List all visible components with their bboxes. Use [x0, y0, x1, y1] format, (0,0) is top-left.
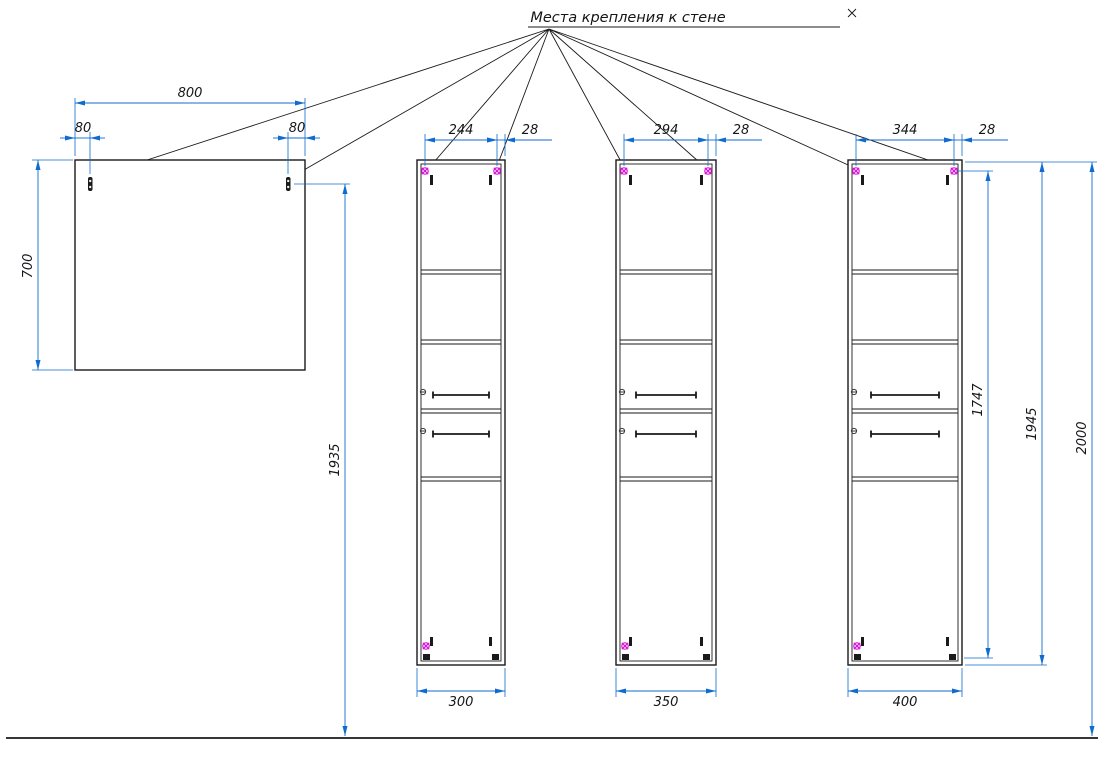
dimension-value: 700 — [21, 254, 36, 279]
cabinet-300 — [416, 159, 506, 666]
dim-cab3-width: 400 — [847, 668, 963, 710]
drawer-handle-upper — [635, 391, 697, 399]
cabinet-outline — [847, 159, 963, 666]
dimension-value: 800 — [178, 86, 203, 101]
dimension-value: 1747 — [971, 383, 986, 417]
wall-mount-hinge-right — [493, 167, 501, 175]
wall-mount-hinge-left — [421, 167, 429, 175]
dim-mirror-mount-height: 1935 — [294, 183, 350, 736]
mirror-mount-bracket-left — [88, 177, 93, 191]
cabinet-inner-frame — [851, 163, 959, 662]
dimension-value: 1945 — [1025, 407, 1040, 440]
mirror-mount-bracket-right — [286, 177, 291, 191]
cabinet-400 — [847, 159, 963, 666]
extension-lines — [615, 668, 717, 697]
dimension-value: 400 — [893, 695, 918, 710]
dim-height-body: 1945 — [965, 161, 1047, 666]
drawer-handle-upper — [432, 391, 490, 399]
drawer-handle-lower — [432, 430, 490, 438]
drawer-fittings — [618, 388, 626, 435]
title-text: Места крепления к стене — [530, 10, 725, 26]
shelf-lines — [620, 269, 712, 482]
title-callout: Места крепления к стене — [91, 8, 955, 179]
extension-lines — [74, 98, 306, 156]
dim-cab3-edge-offset: 28 — [942, 123, 1008, 156]
dimension-value: 1935 — [328, 443, 343, 476]
dimension-value: 300 — [449, 695, 474, 710]
cabinet-outline — [416, 159, 506, 666]
dim-height-upper-section: 1747 — [957, 170, 993, 659]
dimension-value: 28 — [522, 123, 539, 138]
cabinet-outline — [615, 159, 717, 666]
wall-mount-hinge-left — [852, 167, 860, 175]
dim-cab2-mount-span: 294 — [623, 123, 709, 166]
dim-cab3-mount-span: 344 — [855, 123, 955, 166]
wall-mount-hinge-right — [704, 167, 712, 175]
extension-lines — [847, 668, 963, 697]
cabinet-inner-frame — [619, 163, 713, 662]
shelf-lines — [421, 269, 501, 482]
bottom-fittings — [423, 637, 499, 660]
dimension-value: 28 — [979, 123, 996, 138]
extension-lines — [416, 668, 506, 697]
cabinet-inner-frame — [420, 163, 502, 662]
bottom-hinge — [853, 642, 861, 650]
dim-mirror-offset-left: 80 — [60, 121, 105, 174]
drawer-fittings — [419, 388, 427, 435]
dim-mirror-width: 800 — [74, 86, 306, 156]
dim-mirror-offset-right: 80 — [273, 121, 320, 174]
dimension-value: 344 — [893, 123, 918, 138]
drawer-handle-lower — [635, 430, 697, 438]
dim-cab2-edge-offset: 28 — [696, 123, 762, 156]
dim-cab1-edge-offset: 28 — [485, 123, 552, 156]
dimension-value: 80 — [75, 121, 92, 136]
extension-lines — [965, 161, 1047, 666]
dim-mirror-height: 700 — [21, 159, 73, 371]
shelf-lines — [852, 269, 958, 482]
leader-cross-mark — [847, 8, 857, 18]
dim-cab1-width: 300 — [416, 668, 506, 710]
dimension-value: 350 — [654, 695, 679, 710]
dimension-value: 294 — [654, 123, 679, 138]
mirror-outline — [74, 159, 306, 371]
cabinet-350 — [615, 159, 717, 666]
drawer-handle-lower — [870, 430, 940, 438]
dim-height-total: 2000 — [1047, 161, 1097, 736]
drawer-fittings — [850, 388, 858, 435]
dimension-value: 244 — [449, 123, 474, 138]
dimension-value: 28 — [733, 123, 750, 138]
wall-mount-hinge-left — [620, 167, 628, 175]
drawer-handle-upper — [870, 391, 940, 399]
dim-cab2-width: 350 — [615, 668, 717, 710]
dimension-value: 80 — [289, 121, 306, 136]
leader-lines — [91, 28, 955, 179]
mirror-view — [74, 159, 306, 371]
bottom-hinge — [621, 642, 629, 650]
bottom-hinge — [422, 642, 430, 650]
bottom-fittings — [622, 637, 710, 660]
dimension-value: 2000 — [1075, 421, 1090, 454]
